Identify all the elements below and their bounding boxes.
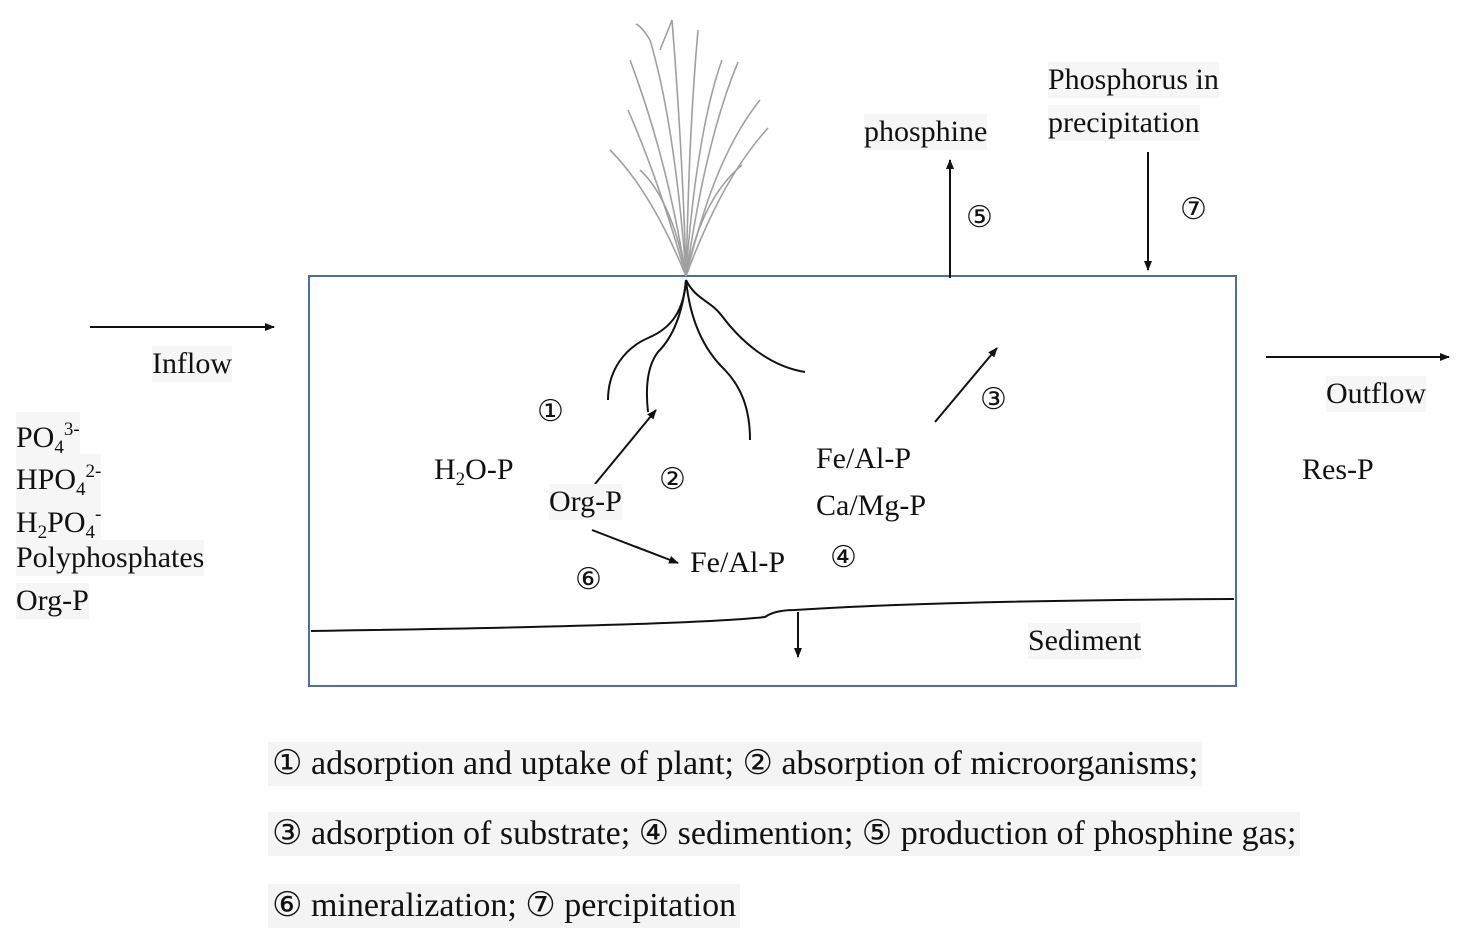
outflow-label: Outflow <box>1326 376 1426 412</box>
marker-3: ③ <box>980 383 1007 416</box>
marker-7: ⑦ <box>1180 193 1207 226</box>
microbe-uptake-arrow <box>594 409 657 485</box>
marker-1: ① <box>537 395 564 428</box>
legend-line-3: ⑥ mineralization; ⑦ percipitation <box>268 884 741 928</box>
substrate-adsorption-arrow <box>934 347 998 423</box>
org-p-label: Org-P <box>549 484 622 520</box>
inflow-label: Inflow <box>152 346 232 382</box>
marker-4: ④ <box>830 541 857 574</box>
phosphorus-precipitation-label-1: Phosphorus in <box>1048 62 1219 98</box>
phosphorus-precipitation-label-2: precipitation <box>1048 105 1200 141</box>
fe-al-p-mid-label: Fe/Al-P <box>690 546 786 579</box>
ca-mg-p-label: Ca/Mg-P <box>816 489 927 522</box>
species-polyphosphates: Polyphosphates <box>16 540 205 576</box>
plant-roots <box>607 279 806 441</box>
res-p-label: Res-P <box>1302 453 1374 486</box>
wetland-box <box>308 275 1237 687</box>
marker-2: ② <box>659 463 686 496</box>
legend-line-2: ③ adsorption of substrate; ④ sedimention… <box>268 812 1301 856</box>
species-org-p: Org-P <box>16 583 89 619</box>
fe-al-p-right-label: Fe/Al-P <box>816 442 912 475</box>
sediment-line <box>310 598 1235 632</box>
marker-5: ⑤ <box>966 201 993 234</box>
marker-6: ⑥ <box>575 563 602 596</box>
phosphine-label: phosphine <box>864 114 988 150</box>
mineralization-arrow <box>591 529 679 564</box>
h2o-p-label: H2O-P <box>434 453 514 490</box>
legend-line-1: ① adsorption and uptake of plant; ② abso… <box>268 742 1203 786</box>
plant-shoot <box>609 19 769 277</box>
sediment-label: Sediment <box>1028 623 1142 659</box>
